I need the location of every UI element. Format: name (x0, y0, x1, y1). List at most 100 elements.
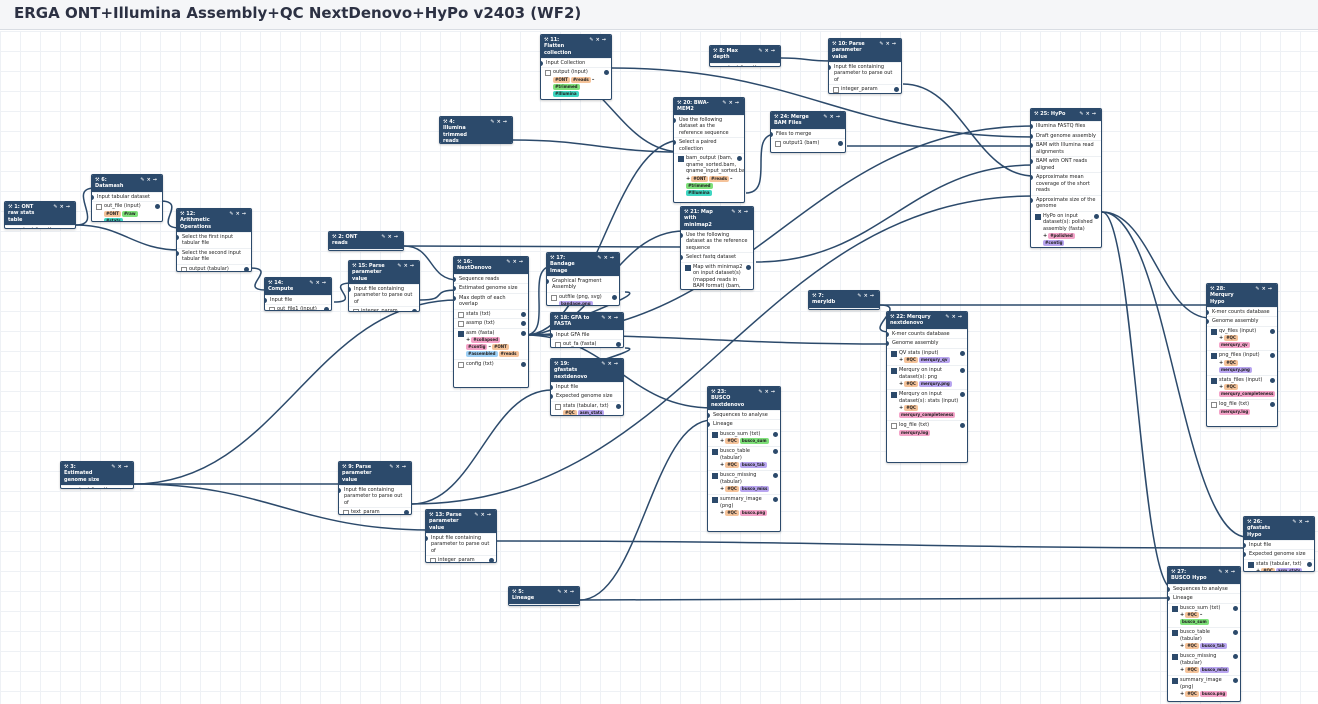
connector-terminal[interactable] (1233, 654, 1238, 659)
node-input[interactable]: Input GFA file (551, 329, 623, 340)
connector-terminal[interactable] (773, 431, 778, 437)
arrow-right-icon[interactable]: → (957, 314, 964, 320)
tag-toggle-icon[interactable]: + (1043, 233, 1048, 239)
connector-terminal[interactable] (521, 321, 526, 326)
tag-toggle-icon[interactable]: + (720, 510, 725, 517)
arrow-right-icon[interactable]: → (123, 464, 130, 470)
connector-terminal[interactable] (604, 70, 609, 76)
node-input[interactable]: BAM with ONT reads aligned (1031, 156, 1101, 172)
node-input[interactable]: Files to merge (771, 128, 845, 139)
workflow-node[interactable]: ⚒ 4: Illumina trimmed reads✎×→output (in… (439, 116, 513, 144)
edit-icon[interactable]: ✎ (111, 464, 118, 470)
arrow-right-icon[interactable]: → (869, 293, 876, 299)
edit-icon[interactable]: ✎ (731, 209, 738, 215)
connector-terminal[interactable] (1207, 319, 1209, 325)
node-output[interactable]: output1 (bam) (771, 138, 845, 148)
connector-terminal[interactable] (454, 276, 456, 282)
node-header[interactable]: ⚒ 22: Merqury nextdenovo✎×→ (887, 312, 967, 329)
node-input[interactable]: Sequence reads (454, 273, 528, 284)
tag-toggle-icon[interactable]: – (1199, 612, 1203, 618)
node-header[interactable]: ⚒ 1: ONT raw stats table✎×→ (5, 202, 75, 225)
node-header[interactable]: ⚒ 15: Parse parameter value✎×→ (349, 261, 419, 284)
close-icon[interactable]: × (1085, 111, 1092, 117)
connector-terminal[interactable] (1233, 678, 1238, 683)
node-header[interactable]: ⚒ 27: BUSCO Hypo✎×→ (1168, 567, 1240, 584)
workflow-canvas[interactable]: ⚒ 1: ONT raw stats table✎×→ output (input… (0, 31, 1318, 704)
close-icon[interactable]: × (603, 255, 610, 261)
connector-terminal[interactable] (960, 368, 965, 373)
node-output[interactable]: integer_param (expression.json) (426, 555, 496, 562)
connector-terminal[interactable] (887, 331, 889, 337)
node-output[interactable]: Map with minimap2 on input dataset(s) (m… (681, 261, 753, 289)
node-header[interactable]: ⚒ 13: Parse parameter value✎×→ (426, 510, 496, 533)
edit-icon[interactable]: ✎ (490, 119, 497, 125)
connector-terminal[interactable] (708, 412, 710, 418)
close-icon[interactable]: × (395, 464, 402, 470)
tag-toggle-icon[interactable]: + (720, 438, 725, 445)
close-icon[interactable]: × (951, 314, 958, 320)
arrow-right-icon[interactable]: → (891, 41, 898, 47)
workflow-node[interactable]: ⚒ 20: BWA-MEM2✎×→Use the following datas… (673, 97, 745, 203)
connector-terminal[interactable] (708, 422, 710, 428)
node-input[interactable]: Approximate size of the genome (1031, 194, 1101, 211)
workflow-node[interactable]: ⚒ 3: Estimated genome size✎×→output (inp… (60, 461, 134, 489)
arrow-right-icon[interactable]: → (393, 234, 400, 240)
edit-icon[interactable]: ✎ (53, 204, 60, 210)
connector-terminal[interactable] (551, 332, 553, 338)
arrow-right-icon[interactable]: → (613, 315, 620, 321)
arrow-right-icon[interactable]: → (613, 361, 620, 367)
edit-icon[interactable]: ✎ (589, 37, 596, 43)
arrow-right-icon[interactable]: → (65, 204, 72, 210)
workflow-node[interactable]: ⚒ 7: meryldb✎×→output (input) (808, 290, 880, 310)
workflow-node[interactable]: ⚒ 17: Bandage Image✎×→Graphical Fragment… (546, 252, 620, 306)
node-input[interactable]: Approximate mean coverage of the short r… (1031, 172, 1101, 195)
close-icon[interactable]: × (764, 389, 771, 395)
node-header[interactable]: ⚒ 19: gfastats nextdenovo✎×→ (551, 359, 623, 382)
connector-terminal[interactable] (746, 264, 751, 270)
connector-terminal[interactable] (1244, 542, 1246, 548)
workflow-node[interactable]: ⚒ 2: ONT reads✎×→output (fastqsanger) (328, 231, 404, 251)
connector-terminal[interactable] (1031, 133, 1033, 139)
edit-icon[interactable]: ✎ (309, 280, 316, 286)
connector-terminal[interactable] (1031, 143, 1033, 148)
connector-terminal[interactable] (612, 294, 617, 300)
connector-terminal[interactable] (681, 232, 683, 238)
node-input[interactable]: Lineage (708, 419, 780, 429)
connector-terminal[interactable] (551, 384, 553, 390)
edit-icon[interactable]: ✎ (601, 315, 608, 321)
workflow-node[interactable]: ⚒ 22: Merqury nextdenovo✎×→K-mer counts … (886, 311, 968, 463)
close-icon[interactable]: × (496, 119, 503, 125)
connector-terminal[interactable] (454, 286, 456, 291)
tag-toggle-icon[interactable]: + (899, 357, 904, 363)
arrow-right-icon[interactable]: → (518, 259, 525, 265)
arrow-right-icon[interactable]: → (486, 512, 493, 518)
edit-icon[interactable]: ✎ (1292, 519, 1299, 525)
arrow-right-icon[interactable]: → (1267, 286, 1274, 292)
connector-terminal[interactable] (521, 330, 526, 336)
edit-icon[interactable]: ✎ (857, 293, 864, 299)
close-icon[interactable]: × (607, 361, 614, 367)
node-output[interactable]: output (input) (710, 62, 780, 66)
tag-toggle-icon[interactable]: + (1180, 612, 1185, 618)
close-icon[interactable]: × (829, 114, 836, 120)
connector-terminal[interactable] (1031, 124, 1033, 129)
connector-terminal[interactable] (521, 362, 526, 367)
edit-icon[interactable]: ✎ (1255, 286, 1262, 292)
tag-toggle-icon[interactable]: + (1219, 359, 1224, 366)
connector-terminal[interactable] (339, 487, 341, 493)
node-output[interactable]: out_fa (fasta) (551, 339, 623, 347)
node-input[interactable]: Lineage (1168, 593, 1240, 603)
connector-terminal[interactable] (404, 510, 409, 514)
node-output[interactable]: log_file (txt)merqury.log (887, 420, 967, 438)
tag-toggle-icon[interactable]: – (730, 175, 733, 182)
connector-terminal[interactable] (838, 141, 843, 146)
node-output[interactable]: qv_files (input)+#QCmerqury_qv (1207, 325, 1277, 351)
node-header[interactable]: ⚒ 21: Map with minimap2✎×→ (681, 207, 753, 230)
tag-toggle-icon[interactable]: + (899, 381, 904, 387)
node-output[interactable]: text_param (expression.json) (339, 507, 411, 514)
